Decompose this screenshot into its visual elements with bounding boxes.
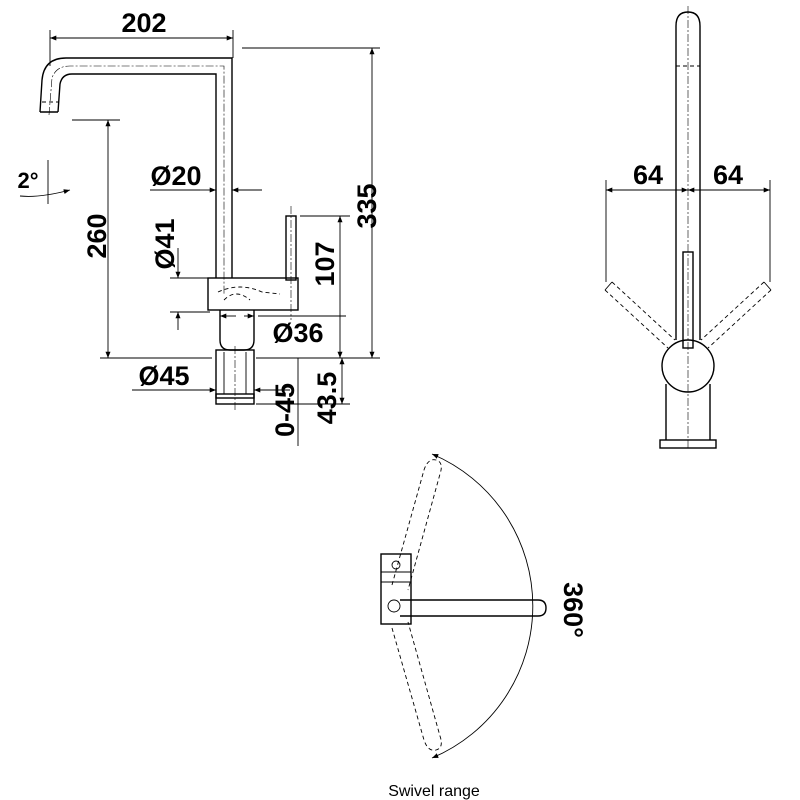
width-label: 202 [121, 8, 166, 38]
shank [215, 346, 255, 412]
dim-base-diameter: Ø36 [220, 313, 346, 348]
spout-angle-label: 2° [17, 168, 38, 193]
dim-counter-range: 0-45 [270, 358, 300, 446]
lever-height-label: 107 [310, 241, 340, 286]
total-height-label: 335 [352, 183, 382, 228]
spout-height-label: 260 [82, 213, 112, 258]
spout-outline [39, 57, 233, 295]
swivel-arc [431, 453, 534, 759]
top-spout [400, 599, 547, 617]
dim-shank-diameter: Ø45 [132, 361, 290, 393]
dim-total-height: 335 [242, 47, 382, 359]
left-offset-label: 64 [633, 160, 663, 190]
dim-shank-length: 43.5 [256, 358, 350, 424]
right-offset-label: 64 [713, 160, 743, 190]
lever-swing-left [604, 281, 676, 349]
front-base [659, 439, 717, 449]
top-view: 360° Swivel range [380, 453, 588, 800]
swivel-position-upper [391, 459, 442, 591]
side-view: 202 335 260 2° Ø20 [17, 8, 382, 446]
front-body [661, 339, 715, 393]
lever-swing-right [700, 281, 772, 349]
spout-diameter-label: Ø20 [150, 161, 201, 191]
shank-diameter-label: Ø45 [138, 361, 189, 391]
front-lever [682, 251, 694, 349]
dim-spout-angle: 2° [17, 160, 71, 204]
front-view: 64 64 [604, 6, 772, 449]
shank-length-label: 43.5 [312, 372, 342, 425]
dim-lever-height: 107 [300, 215, 350, 358]
counter-range-label: 0-45 [270, 383, 300, 437]
dim-spout-diameter: Ø20 [150, 161, 262, 193]
body-diameter-label: Ø41 [150, 218, 180, 269]
dim-width: 202 [49, 8, 234, 66]
dim-body-diameter: Ø41 [150, 218, 210, 330]
base-diameter-label: Ø36 [272, 318, 323, 348]
swivel-position-lower [391, 621, 442, 751]
lever [285, 206, 297, 320]
swivel-angle-label: 360° [558, 582, 588, 638]
dim-spout-height: 260 [72, 119, 212, 359]
top-body [380, 553, 412, 625]
swivel-caption: Swivel range [388, 783, 480, 800]
